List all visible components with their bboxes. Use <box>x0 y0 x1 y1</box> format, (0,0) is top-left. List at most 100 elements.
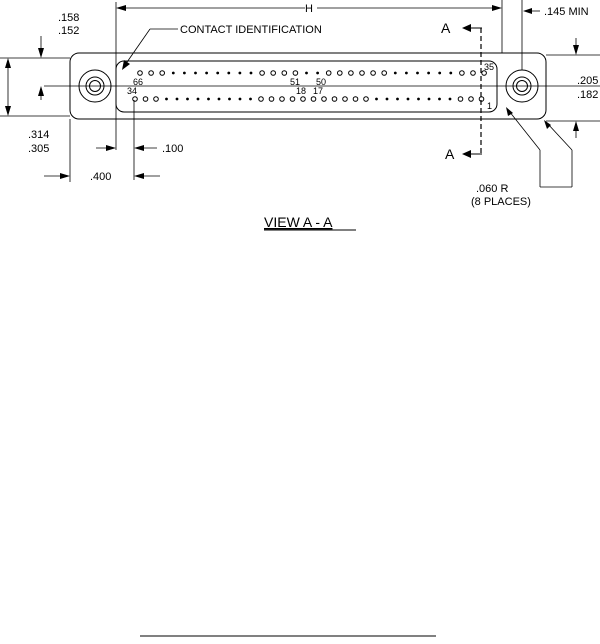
section-label-top: A <box>441 20 451 36</box>
dimension-flange-top-lower: .152 <box>58 25 79 37</box>
section-label-bottom: A <box>445 146 455 162</box>
contact-row-bottom <box>132 96 485 102</box>
contact-pin <box>281 70 288 76</box>
dimension-h <box>115 0 503 150</box>
contact-pin <box>182 71 186 75</box>
contact-pin <box>279 96 285 102</box>
dimension-offset-label: .400 <box>90 171 111 183</box>
dimension-h-label: H <box>305 3 313 15</box>
contact-pin <box>153 96 159 102</box>
contact-pin <box>310 96 317 102</box>
contact-pin <box>370 70 376 76</box>
dimension-flange-top-upper: .158 <box>58 12 79 24</box>
contact-id-leader <box>122 28 178 70</box>
contact-pin <box>205 71 209 75</box>
contact-pin <box>417 97 420 101</box>
contact-pin <box>305 71 308 75</box>
contact-pin <box>448 97 452 101</box>
contact-number-17: 17 <box>313 86 323 96</box>
contact-pin <box>396 97 399 101</box>
contact-pin <box>227 71 231 75</box>
contact-pin <box>300 96 306 102</box>
contact-pin <box>375 97 378 101</box>
contact-pin <box>137 70 143 76</box>
contact-pin <box>196 97 200 101</box>
contact-pin <box>348 70 354 76</box>
contact-number-18: 18 <box>296 86 306 96</box>
contact-pin <box>438 71 442 75</box>
contact-pin <box>325 70 332 76</box>
contact-number-34: 34 <box>127 86 137 96</box>
contact-pin <box>342 96 348 102</box>
dimension-height <box>0 57 70 117</box>
contact-pin <box>171 71 175 75</box>
contact-pin <box>381 70 388 76</box>
dimension-min-clearance-label: .145 MIN <box>544 6 589 18</box>
contact-pin <box>238 97 242 101</box>
contact-pin <box>194 71 197 75</box>
contact-pin <box>427 71 431 75</box>
contact-pin <box>359 70 365 76</box>
contact-pin <box>289 96 296 102</box>
contact-number-50: 50 <box>316 77 326 87</box>
radius-label: .060 R <box>476 183 508 195</box>
contact-pin <box>406 97 410 101</box>
contact-number-1: 1 <box>487 101 492 111</box>
contact-pin <box>459 70 465 76</box>
contact-number-35: 35 <box>484 62 494 72</box>
dimension-offset <box>44 119 160 182</box>
contact-pin <box>217 97 221 101</box>
contact-pin <box>259 70 265 76</box>
dimension-pitch <box>96 100 157 180</box>
contact-pin <box>186 97 189 101</box>
contact-pin <box>207 97 210 101</box>
dimension-height-upper: .314 <box>28 129 49 141</box>
contact-pin <box>416 71 419 75</box>
contact-pin <box>159 70 165 76</box>
contact-pin <box>142 96 149 102</box>
contact-pin <box>470 70 476 76</box>
radius-places-label: (8 PLACES) <box>471 196 531 208</box>
contact-pin <box>228 97 231 101</box>
contact-pin <box>292 70 299 76</box>
dimension-hole <box>546 38 600 138</box>
contact-pin <box>268 96 275 102</box>
contact-pin <box>449 71 453 75</box>
contact-pin <box>363 96 369 102</box>
dimension-hole-lower: .182 <box>577 89 598 101</box>
contact-pin <box>321 96 327 102</box>
contact-pin <box>393 71 397 75</box>
contact-pin <box>438 97 441 101</box>
contact-pin <box>148 70 154 76</box>
contact-pin <box>468 96 474 102</box>
dimension-pitch-label: .100 <box>162 143 183 155</box>
contact-number-51: 51 <box>290 77 300 87</box>
dimension-min-clearance <box>521 0 540 70</box>
view-title: VIEW A - A <box>264 214 333 230</box>
contact-pin <box>249 97 252 101</box>
contact-pin <box>175 97 179 101</box>
contact-pin <box>270 70 277 76</box>
contact-pin <box>337 70 343 76</box>
contact-pin <box>331 96 338 102</box>
contact-pin <box>404 71 408 75</box>
contact-pin <box>165 97 168 101</box>
contact-pin <box>481 70 487 76</box>
contact-pin <box>238 71 242 75</box>
section-line <box>462 24 482 158</box>
contact-pin <box>457 96 464 102</box>
contact-pin <box>216 71 220 75</box>
radius-leaders <box>506 107 573 188</box>
contact-pin <box>427 97 431 101</box>
contact-pin <box>258 96 264 102</box>
dimension-height-lower: .305 <box>28 143 49 155</box>
contact-row-top <box>137 70 487 76</box>
contact-identification-label: CONTACT IDENTIFICATION <box>180 24 322 36</box>
contact-pin <box>385 97 389 101</box>
contact-pin <box>352 96 359 102</box>
dimension-hole-upper: .205 <box>577 75 598 87</box>
connector-insert <box>115 60 498 113</box>
contact-pin <box>316 71 320 75</box>
contact-pin <box>132 96 138 102</box>
